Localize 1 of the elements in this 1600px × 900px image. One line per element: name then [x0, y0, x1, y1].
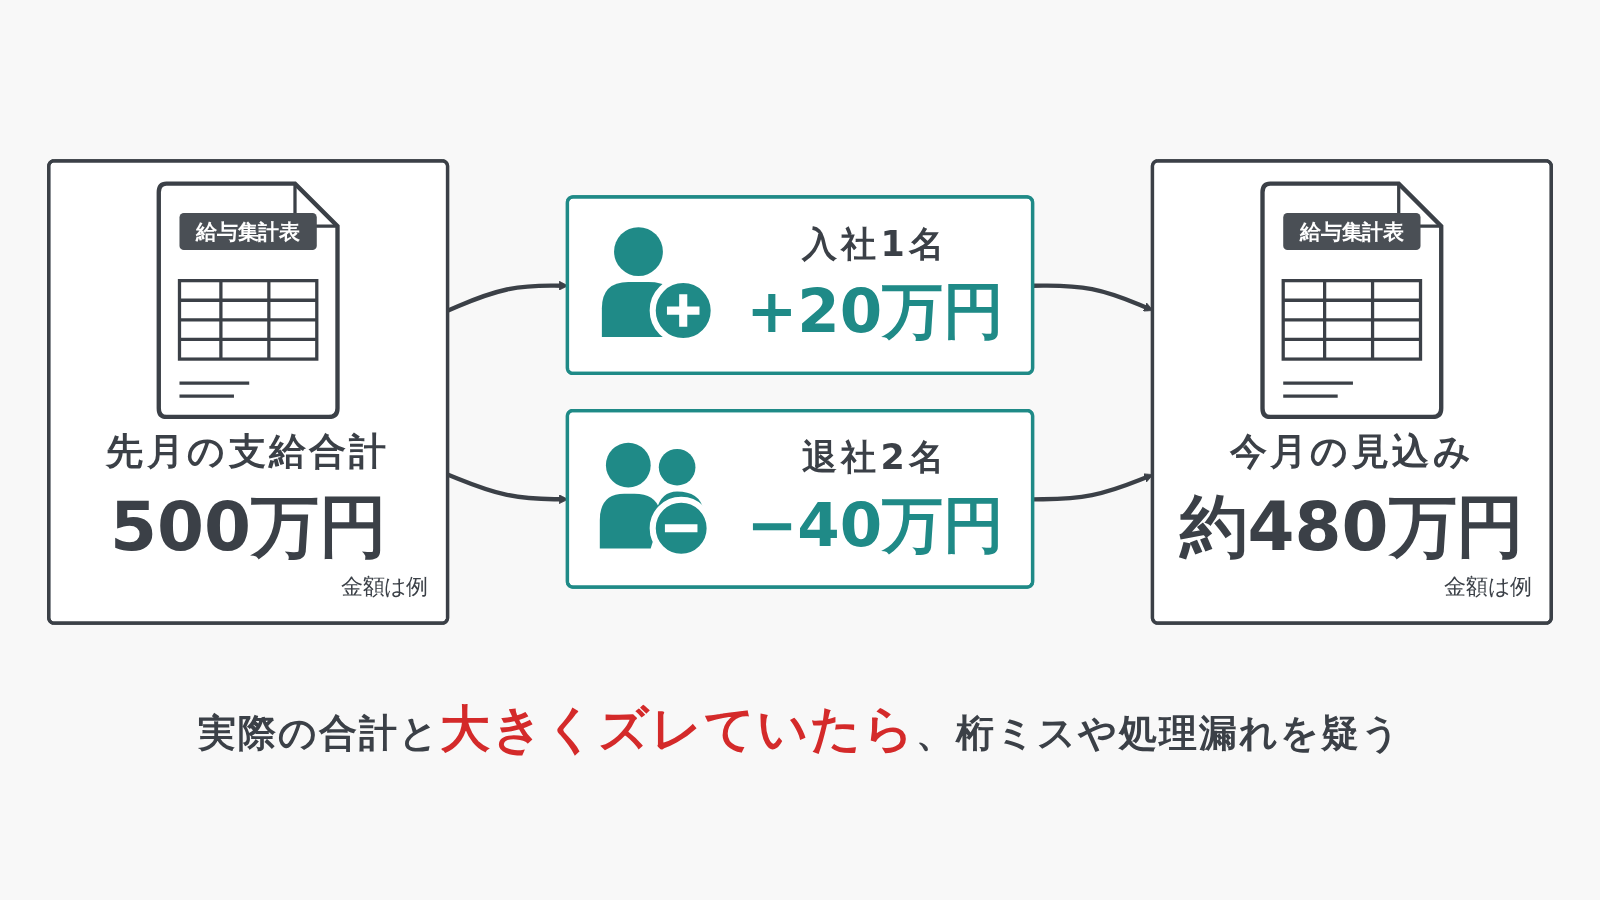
caption: 実際の合計と大きくズレていたら、桁ミスや処理漏れを疑う — [197, 699, 1403, 760]
